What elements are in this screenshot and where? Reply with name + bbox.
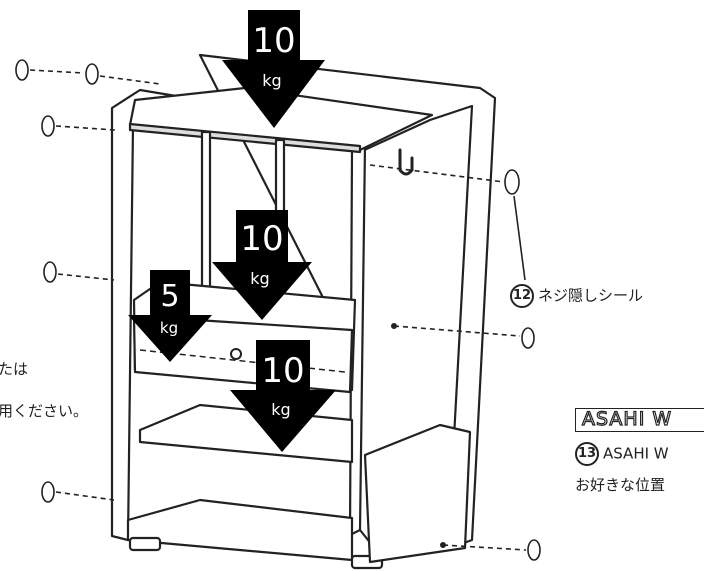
weight-arrow: 10 kg — [230, 340, 336, 452]
bottom-board — [126, 498, 354, 562]
brand-logo: ASAHI W — [575, 408, 704, 432]
weight-unit: kg — [271, 400, 290, 419]
part-number: 12 — [510, 284, 534, 308]
hook-icon — [398, 148, 414, 176]
base-side-panel — [363, 423, 472, 564]
seal-icon — [41, 481, 55, 503]
drawer-knob — [230, 348, 242, 360]
seal-icon — [527, 539, 541, 561]
weight-value: 10 — [252, 21, 295, 61]
weight-arrow: 5 kg — [128, 270, 212, 362]
weight-value: 10 — [240, 219, 283, 259]
screw-cover-text: ネジ隠しシール — [538, 286, 644, 305]
top-board-front — [128, 122, 362, 154]
weight-value: 10 — [261, 351, 304, 391]
screw-cover-seals — [15, 59, 541, 561]
top-board — [128, 86, 434, 152]
logo-text: ASAHI W — [603, 444, 669, 463]
foot-left — [128, 536, 162, 552]
seal-icon — [521, 327, 535, 349]
seal-icon — [85, 63, 99, 85]
weight-arrow: 10 kg — [212, 210, 312, 320]
seal-icon — [41, 115, 55, 137]
logo-position-text: お好きな位置 — [575, 476, 666, 494]
weight-unit: kg — [262, 71, 281, 90]
seal-icon — [43, 261, 57, 283]
left-text-1: たは — [0, 360, 29, 378]
weight-unit: kg — [160, 319, 178, 337]
weight-arrow: 10 kg — [222, 10, 325, 128]
divider-left — [200, 130, 212, 294]
left-text-2: 用ください。 — [0, 402, 89, 420]
weight-value: 5 — [160, 279, 179, 314]
seal-icon — [504, 169, 520, 195]
part-number: 13 — [575, 442, 599, 466]
weight-unit: kg — [250, 269, 269, 288]
shelf — [138, 403, 354, 464]
seal-icon — [15, 59, 29, 81]
